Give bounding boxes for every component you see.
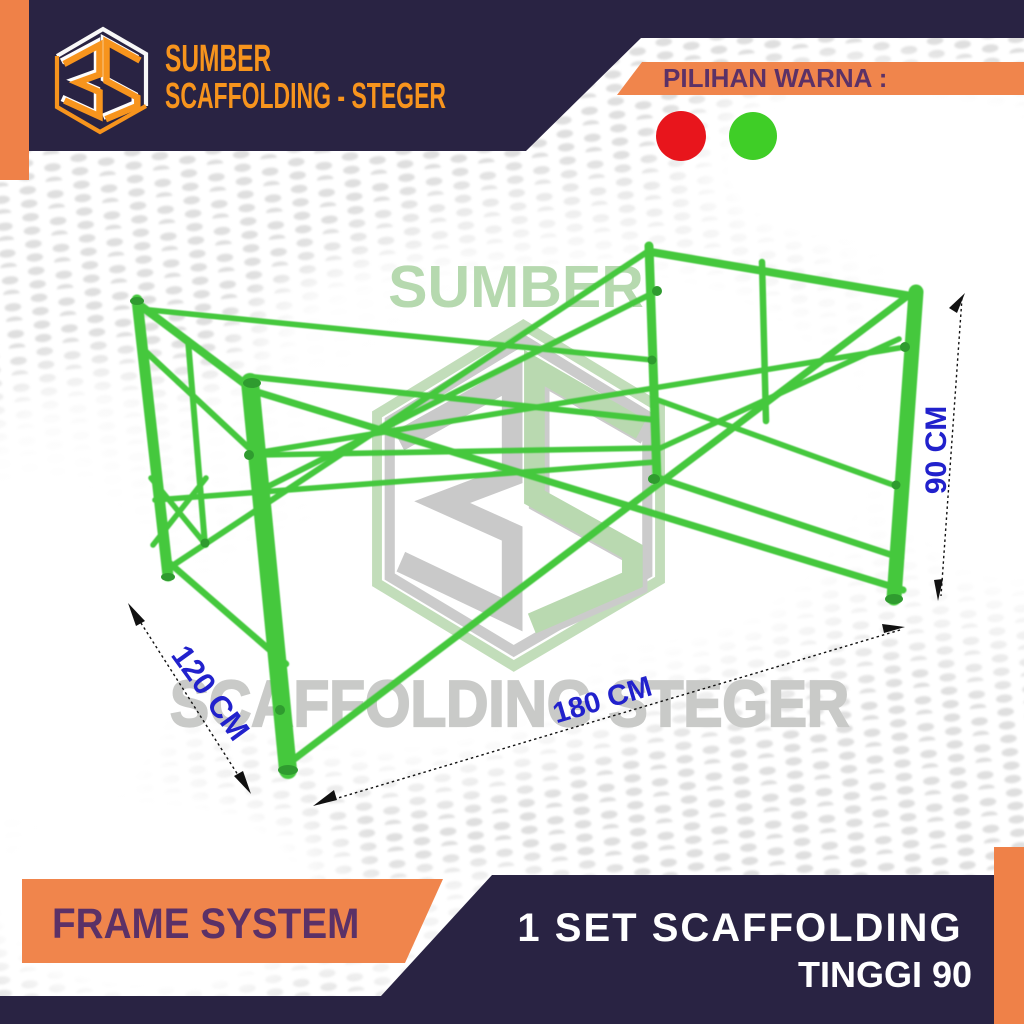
svg-text:FRAME SYSTEM: FRAME SYSTEM <box>52 899 359 947</box>
svg-text:SCAFFOLDING - STEGER: SCAFFOLDING - STEGER <box>165 76 446 117</box>
svg-text:SUMBER: SUMBER <box>165 37 271 80</box>
svg-text:PILIHAN WARNA :: PILIHAN WARNA : <box>663 63 887 93</box>
svg-text:TINGGI 90: TINGGI 90 <box>798 954 972 995</box>
svg-text:SUMBER: SUMBER <box>388 254 644 320</box>
svg-text:1 SET SCAFFOLDING: 1 SET SCAFFOLDING <box>517 906 962 950</box>
svg-text:90 CM: 90 CM <box>920 406 953 494</box>
